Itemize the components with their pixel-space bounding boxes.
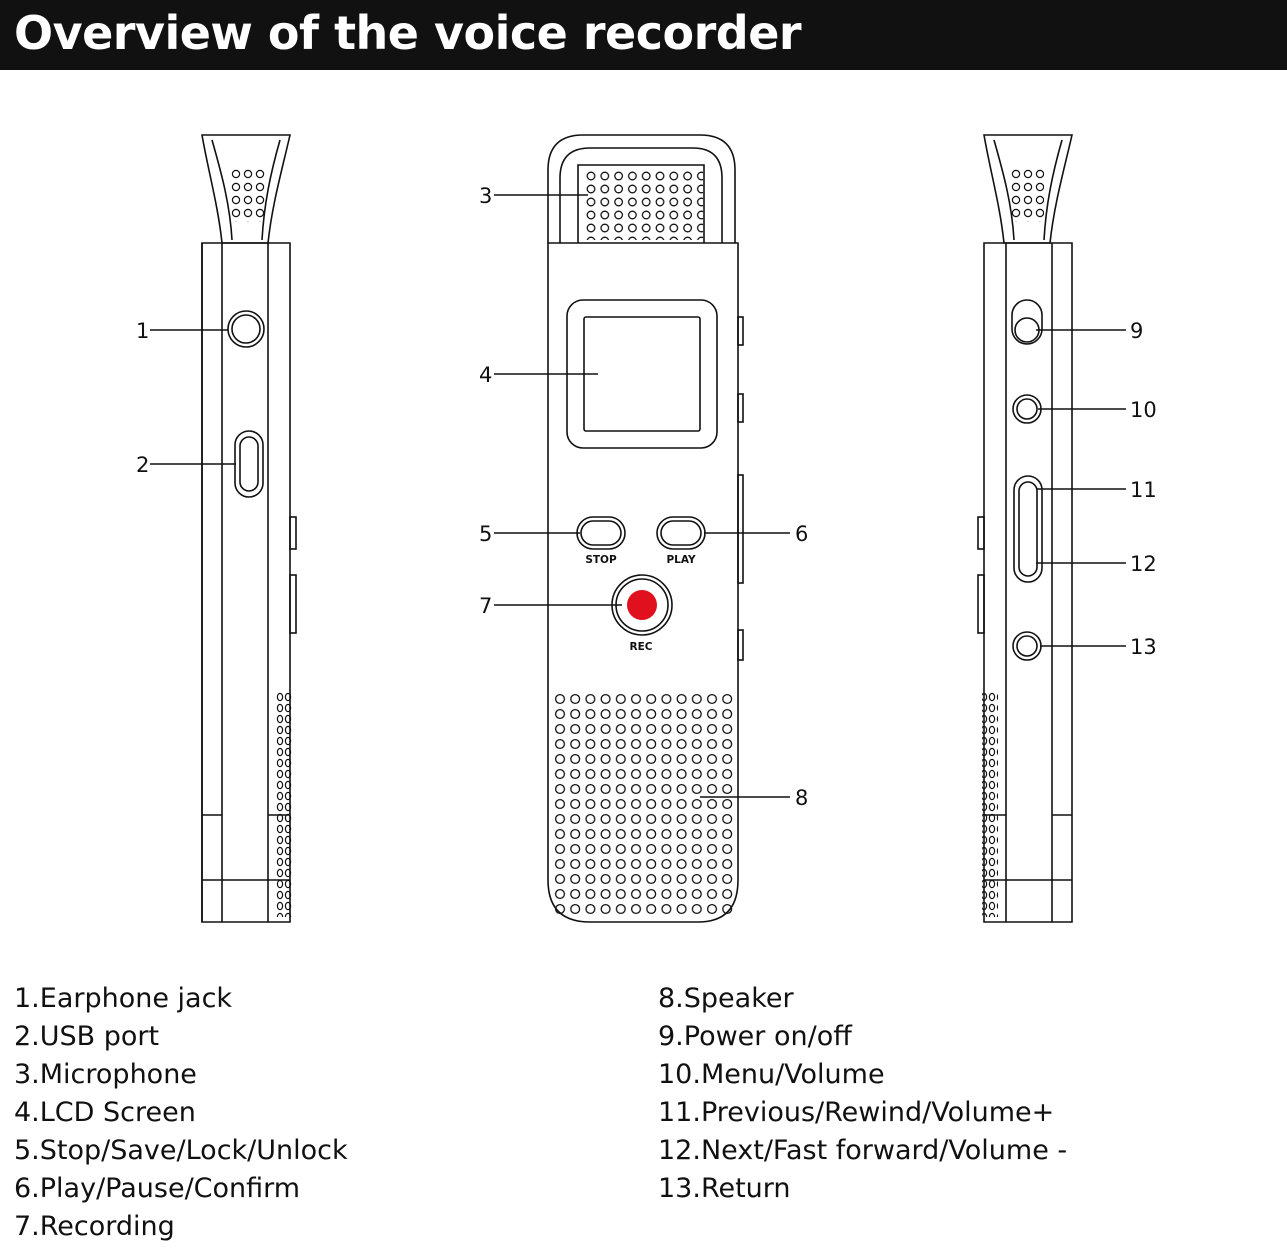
callout-3: 3 [479,184,492,208]
callout-2: 2 [136,453,149,477]
callout-8: 8 [795,786,808,810]
legend-item: 12.Next/Fast forward/Volume - [658,1135,1068,1166]
legend-right: 8.Speaker 9.Power on/off 10.Menu/Volume … [658,980,1067,1208]
page-title: Overview of the voice recorder [14,6,802,60]
callout-12: 12 [1130,552,1157,576]
callout-11: 11 [1130,478,1157,502]
legend-item: 4.LCD Screen [14,1097,196,1128]
legend-item: 6.Play/Pause/Confirm [14,1173,301,1204]
title-bar: Overview of the voice recorder [0,0,1287,70]
left-side-view [201,134,297,923]
legend-item: 7.Recording [14,1211,175,1242]
callout-13: 13 [1130,635,1157,659]
legend-left: 1.Earphone jack 2.USB port 3.Microphone … [14,980,348,1246]
legend-item: 13.Return [658,1173,791,1204]
callout-numbers: 1 2 3 4 5 6 7 8 9 10 11 12 13 [136,184,1157,810]
legend-item: 3.Microphone [14,1059,197,1090]
legend-item: 1.Earphone jack [14,983,233,1014]
legend-item: 11.Previous/Rewind/Volume+ [658,1097,1055,1128]
callout-10: 10 [1130,398,1157,422]
legend-item: 2.USB port [14,1021,160,1052]
callout-6: 6 [795,522,808,546]
right-side-view [977,134,1074,923]
leader-lines [150,194,1126,798]
callout-7: 7 [479,594,492,618]
recorder-diagram: STOP PLAY REC [136,134,1157,923]
stop-label: STOP [585,554,617,566]
callout-1: 1 [136,319,149,343]
callout-4: 4 [479,363,492,387]
legend-item: 9.Power on/off [658,1021,852,1052]
legend-item: 10.Menu/Volume [658,1059,885,1090]
front-view [547,134,744,923]
legend-item: 8.Speaker [658,983,794,1014]
callout-9: 9 [1130,319,1143,343]
callout-5: 5 [479,522,492,546]
legend-item: 5.Stop/Save/Lock/Unlock [14,1135,348,1166]
rec-indicator [627,590,657,620]
rec-label: REC [630,641,653,653]
play-label: PLAY [666,554,696,566]
